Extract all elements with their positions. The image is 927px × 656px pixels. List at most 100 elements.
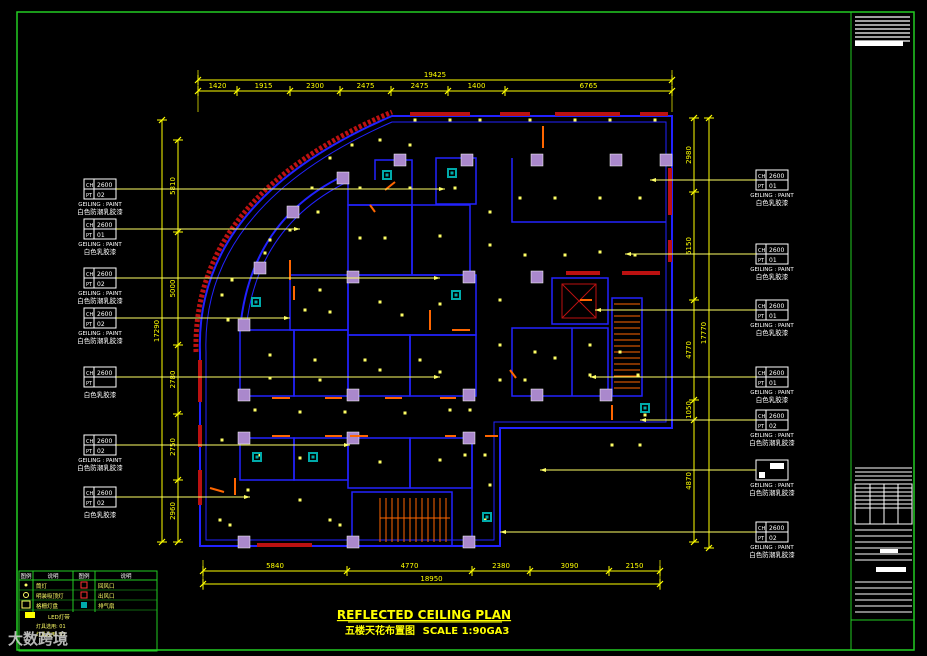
legend-line: 灯具选用: 01 xyxy=(36,623,66,630)
tag-label-cn: 白色防潮乳胶漆 xyxy=(77,296,123,305)
column xyxy=(336,171,350,185)
column xyxy=(599,388,613,402)
downlight xyxy=(403,411,407,415)
column xyxy=(609,153,623,167)
elevator-core xyxy=(551,277,609,325)
column xyxy=(237,535,251,549)
tag-ch: 2600 xyxy=(97,311,112,318)
column xyxy=(530,270,544,284)
stair-treads xyxy=(379,498,450,542)
tag-label-cn: 白色乳胶漆 xyxy=(756,272,789,281)
downlight xyxy=(378,300,382,304)
legend-header: 图例 xyxy=(20,572,32,580)
tag-label-en: GEILING : PAINT xyxy=(78,331,122,337)
tag-label-en: GEILING : PAINT xyxy=(750,193,794,199)
drawing-title-en: REFLECTED CEILING PLAN xyxy=(337,608,511,622)
downlight xyxy=(518,196,522,200)
tag-pt-key: PT xyxy=(758,314,765,320)
downlight xyxy=(588,373,592,377)
tag-pt-key: PT xyxy=(758,184,765,190)
stair-core-right xyxy=(611,297,643,397)
downlight xyxy=(298,456,302,460)
dim-label: 1420 xyxy=(209,82,227,90)
dim-label: 5810 xyxy=(169,177,177,195)
return-air-symbol xyxy=(80,581,88,589)
column xyxy=(253,261,267,275)
dim-label: 17290 xyxy=(153,320,161,342)
leader-arrow xyxy=(540,468,546,472)
downlight xyxy=(498,343,502,347)
dim-slash xyxy=(174,476,182,484)
downlight-symbol xyxy=(24,583,28,587)
downlight xyxy=(448,118,452,122)
dim-label: 18950 xyxy=(420,575,442,583)
downlight xyxy=(313,358,317,362)
tag-label-cn: 白色乳胶漆 xyxy=(84,247,117,256)
elevator-cross xyxy=(561,283,597,319)
tag-pt-key: PT xyxy=(758,381,765,387)
tag-label-cn: 白色乳胶漆 xyxy=(756,395,789,404)
downlight xyxy=(378,138,382,142)
downlight xyxy=(318,378,322,382)
column xyxy=(237,388,251,402)
drawing-title-cn: 五楼天花布置图 xyxy=(345,624,415,637)
curtain-wall xyxy=(193,109,393,353)
downlight xyxy=(418,358,422,362)
diffuser xyxy=(308,452,318,462)
room-wall xyxy=(289,274,349,331)
room-wall xyxy=(293,329,349,397)
dim-slash xyxy=(444,87,452,95)
watermark: 大数跨境 xyxy=(8,630,69,648)
downlight xyxy=(483,453,487,457)
dim-label: 19425 xyxy=(424,71,446,79)
tag-ch-key: CH xyxy=(86,312,93,318)
legend-frame xyxy=(18,570,158,652)
legend-table: 图例说明图例说明筒灯回风口明装吸顶灯出风口格栅灯盘排气扇LED灯带灯具选用: 0… xyxy=(18,570,158,652)
dim-slash xyxy=(233,87,241,95)
dim-slash xyxy=(174,228,182,236)
dim-label: 2300 xyxy=(306,82,324,90)
downlight xyxy=(263,251,267,255)
downlight xyxy=(218,518,222,522)
downlight xyxy=(598,250,602,254)
tag-pt-key: PT xyxy=(86,233,93,239)
legend-cell: 回风口 xyxy=(98,583,115,590)
tag-ch-key: CH xyxy=(758,248,765,254)
leader-arrow xyxy=(284,316,290,320)
dim-slash xyxy=(336,87,344,95)
diffuser-core xyxy=(254,300,258,304)
tag-label-en: GEILING : PAINT xyxy=(78,202,122,208)
diffuser-core xyxy=(311,455,315,459)
tag-label-en: GEILING : PAINT xyxy=(78,242,122,248)
room-wall xyxy=(347,334,411,397)
structural-columns xyxy=(237,153,673,549)
tag-label-cn: 白色乳胶漆 xyxy=(84,390,117,399)
leader-arrow xyxy=(244,495,250,499)
dim-slash xyxy=(174,410,182,418)
legend-header: 说明 xyxy=(120,572,132,580)
door xyxy=(509,369,517,379)
dim-label: 4770 xyxy=(685,341,693,359)
dim-slash xyxy=(605,567,613,575)
downlight xyxy=(653,118,657,122)
inner-arc-wall xyxy=(239,174,346,331)
downlight xyxy=(220,438,224,442)
tag-label-cn: 白色防潮乳胶漆 xyxy=(749,488,795,497)
downlight xyxy=(498,378,502,382)
tag-pt-key: PT xyxy=(86,282,93,288)
column xyxy=(462,535,476,549)
dim-slash xyxy=(690,538,698,546)
dim-slash xyxy=(158,116,166,124)
legend-line: 灯具选用: 02 xyxy=(36,631,66,638)
downlight xyxy=(488,483,492,487)
room-wall xyxy=(511,158,666,223)
downlight xyxy=(343,410,347,414)
downlight xyxy=(610,443,614,447)
